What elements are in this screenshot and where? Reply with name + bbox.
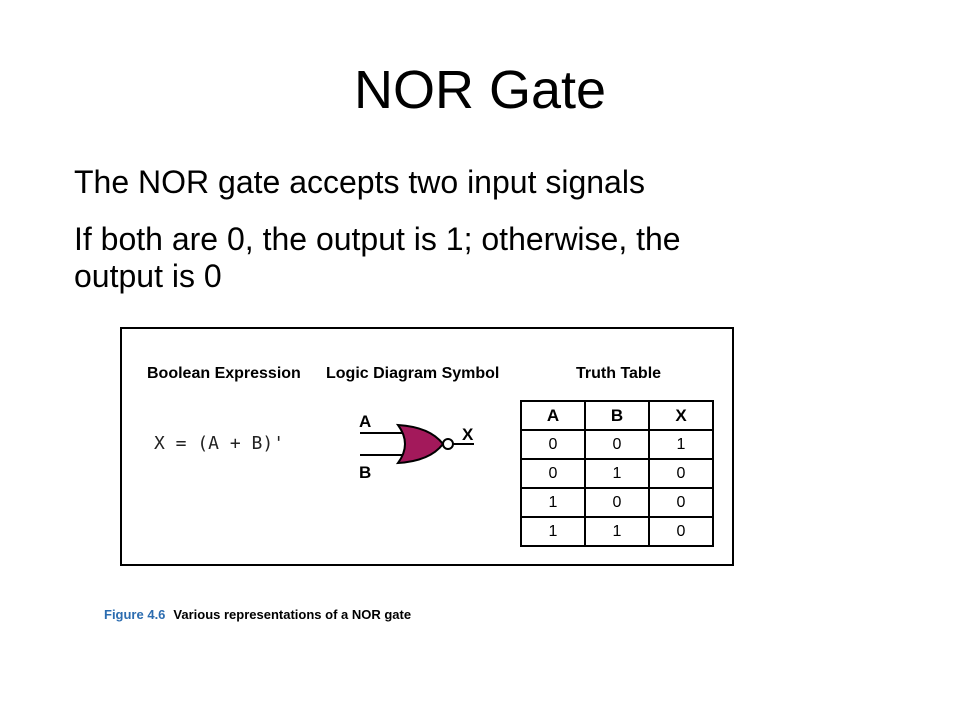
logic-diagram-header: Logic Diagram Symbol [326,365,500,382]
table-cell: 1 [648,429,714,460]
nor-gate-icon: A B X [359,412,474,482]
figure-number: Figure 4.6 [104,607,166,622]
truth-table-header: Truth Table [576,365,662,382]
table-row: 1 1 0 [520,516,714,547]
nor-gate-body [395,423,445,465]
table-cell: 1 [520,516,586,547]
table-cell: 0 [648,487,714,518]
slide-title: NOR Gate [353,60,607,120]
table-cell: 0 [648,458,714,489]
column-header-a: A [520,400,586,431]
input-a-label: A [359,412,371,431]
bullet-output-rule: If both are 0, the output is 1; otherwis… [74,221,681,294]
table-cell: 0 [648,516,714,547]
figure-caption-text: Various representations of a NOR gate [173,607,412,622]
figure-caption: Figure 4.6 Various representations of a N… [104,607,411,622]
table-row: 0 0 1 [520,429,714,460]
output-x-label: X [462,425,474,444]
table-row: 1 0 0 [520,487,714,518]
truth-table-header-row: A B X [520,400,714,431]
table-cell: 0 [520,458,586,489]
column-header-b: B [584,400,650,431]
truth-table: A B X 0 0 1 0 1 0 1 0 0 1 1 [520,400,714,547]
boolean-expression: X = (A + B)' [154,433,285,454]
table-cell: 1 [584,516,650,547]
bullet-inputs: The NOR gate accepts two input signals [74,164,645,200]
inversion-bubble [442,438,454,450]
table-cell: 1 [520,487,586,518]
table-cell: 0 [520,429,586,460]
table-cell: 1 [584,458,650,489]
boolean-expression-header: Boolean Expression [147,365,301,382]
table-cell: 0 [584,429,650,460]
table-cell: 0 [584,487,650,518]
table-row: 0 1 0 [520,458,714,489]
input-b-label: B [359,463,371,482]
column-header-x: X [648,400,714,431]
figure-panel: Boolean Expression Logic Diagram Symbol … [120,327,734,566]
